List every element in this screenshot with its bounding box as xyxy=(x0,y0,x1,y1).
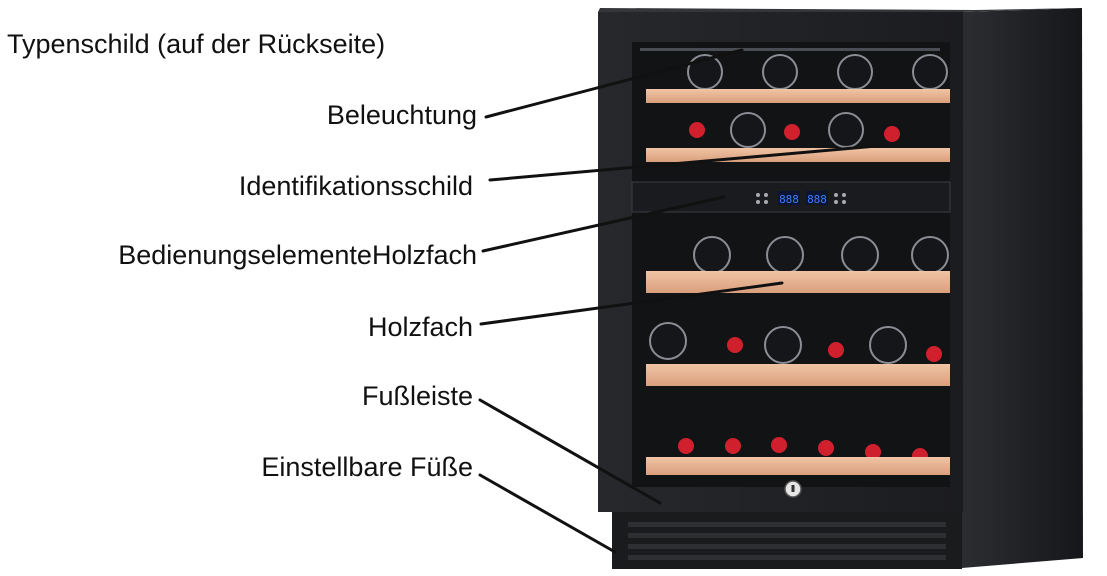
wood-shelf-3 xyxy=(646,271,950,293)
wood-shelf-5 xyxy=(646,457,950,475)
label-controls: BedienungselementeHolzfach xyxy=(118,240,477,270)
wood-shelf-4 xyxy=(646,364,950,386)
shelf-row-4-bottles xyxy=(649,322,942,364)
control-buttons-right xyxy=(834,193,846,204)
vent-slot xyxy=(628,522,946,527)
display-right-bg xyxy=(806,191,828,205)
bottle-cork xyxy=(926,346,942,362)
bottle-cork xyxy=(678,438,694,454)
bottle-base xyxy=(730,112,766,148)
control-button[interactable] xyxy=(834,193,838,197)
bottle-base xyxy=(764,326,802,364)
bottle-cork xyxy=(828,342,844,358)
bottle-base xyxy=(912,54,948,90)
vent-slot xyxy=(628,533,946,538)
wood-shelf-2 xyxy=(646,148,950,162)
cabinet-top xyxy=(598,8,1082,12)
lighting-strip xyxy=(640,48,940,51)
control-buttons-left xyxy=(756,193,768,204)
bottle-cork xyxy=(818,440,834,456)
label-adjustable-feet: Einstellbare Füße xyxy=(261,452,473,482)
label-lighting: Beleuchtung xyxy=(327,100,477,130)
bottle-cork xyxy=(884,126,900,142)
bottle-cork xyxy=(865,444,881,460)
label-id-plate: Identifikationsschild xyxy=(239,171,473,201)
shelf-row-2-bottles xyxy=(689,112,900,148)
control-button[interactable] xyxy=(842,200,846,204)
control-button[interactable] xyxy=(756,193,760,197)
display-right-temp: 888 xyxy=(807,193,827,206)
leader-lighting xyxy=(484,48,744,119)
leader-kickplate xyxy=(478,398,662,505)
bottle-base xyxy=(762,54,798,90)
bottle-base xyxy=(766,236,804,274)
bottle-base xyxy=(649,322,687,360)
bottle-base xyxy=(869,326,907,364)
control-button[interactable] xyxy=(756,200,760,204)
label-kickplate: Fußleiste xyxy=(362,381,473,411)
control-button[interactable] xyxy=(764,193,768,197)
control-button[interactable] xyxy=(764,200,768,204)
shelf-row-5-bottles xyxy=(678,437,928,464)
leader-wood-shelf xyxy=(479,281,784,326)
kickplate xyxy=(612,512,962,569)
bottle-base xyxy=(828,112,864,148)
bottle-cork xyxy=(727,337,743,353)
leader-id-plate xyxy=(488,143,890,182)
label-wood-shelf: Holzfach xyxy=(368,312,473,342)
vent-slot xyxy=(628,544,946,549)
vent-slot xyxy=(628,555,946,560)
leader-lines xyxy=(478,48,890,554)
leader-adjustable-feet xyxy=(478,473,617,554)
bottle-cork xyxy=(689,122,705,138)
control-button[interactable] xyxy=(834,200,838,204)
bottle-base xyxy=(837,54,873,90)
bottle-base xyxy=(911,236,949,274)
control-button[interactable] xyxy=(842,193,846,197)
display-left-temp: 888 xyxy=(779,193,799,206)
bottle-cork xyxy=(771,437,787,453)
bottle-base xyxy=(693,236,731,274)
cabinet-side xyxy=(962,8,1083,568)
bottle-cork xyxy=(725,438,741,454)
label-type-plate: Typenschild (auf der Rückseite) xyxy=(7,29,385,59)
leader-controls xyxy=(481,195,726,253)
bottle-cork xyxy=(784,124,800,140)
callout-labels: Typenschild (auf der Rückseite) Beleucht… xyxy=(7,29,477,482)
wood-shelf-1 xyxy=(646,89,950,103)
fridge: 888 888 xyxy=(598,8,1083,569)
bottle-base xyxy=(841,236,879,274)
lock-keyhole xyxy=(791,485,795,492)
display-left-bg xyxy=(778,191,800,205)
